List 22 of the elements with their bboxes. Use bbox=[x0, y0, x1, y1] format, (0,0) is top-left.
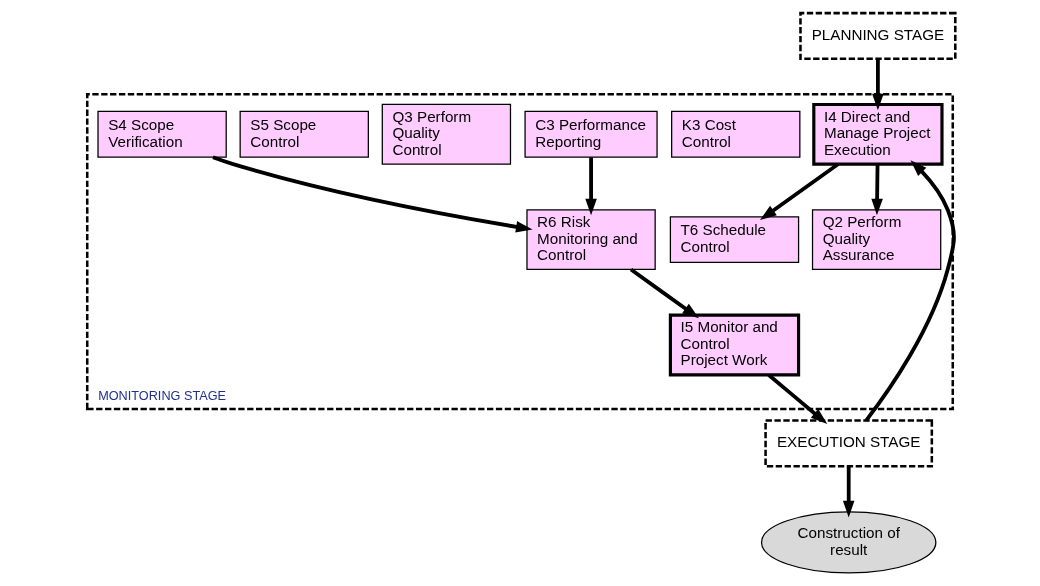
node-box: R6 Risk Monitoring and Control bbox=[526, 209, 656, 271]
node-box: I5 Monitor and Control Project Work bbox=[668, 313, 801, 377]
node-box: EXECUTION STAGE bbox=[764, 419, 934, 468]
arrow bbox=[767, 373, 828, 425]
arrow bbox=[629, 268, 699, 319]
node-ellipse: Construction of result bbox=[760, 511, 937, 574]
arrow bbox=[212, 155, 533, 233]
node-box: S5 Scope Control bbox=[239, 110, 369, 158]
node-box: PLANNING STAGE bbox=[799, 11, 957, 61]
node-box: S4 Scope Verification bbox=[97, 110, 227, 158]
arrow bbox=[871, 164, 883, 216]
arrow bbox=[864, 160, 956, 422]
node-box: Q2 Perform Quality Assurance bbox=[811, 209, 942, 271]
node-box: C3 Performance Reporting bbox=[524, 110, 658, 158]
node-box: I4 Direct and Manage Project Execution bbox=[812, 102, 944, 166]
arrow bbox=[842, 466, 855, 518]
node-box: T6 Schedule Control bbox=[669, 216, 800, 264]
arrow bbox=[585, 157, 597, 216]
arrow bbox=[872, 58, 884, 111]
arrow bbox=[759, 162, 840, 221]
node-box: Q3 Perform Quality Control bbox=[381, 103, 512, 165]
node-box: K3 Cost Control bbox=[671, 110, 801, 158]
